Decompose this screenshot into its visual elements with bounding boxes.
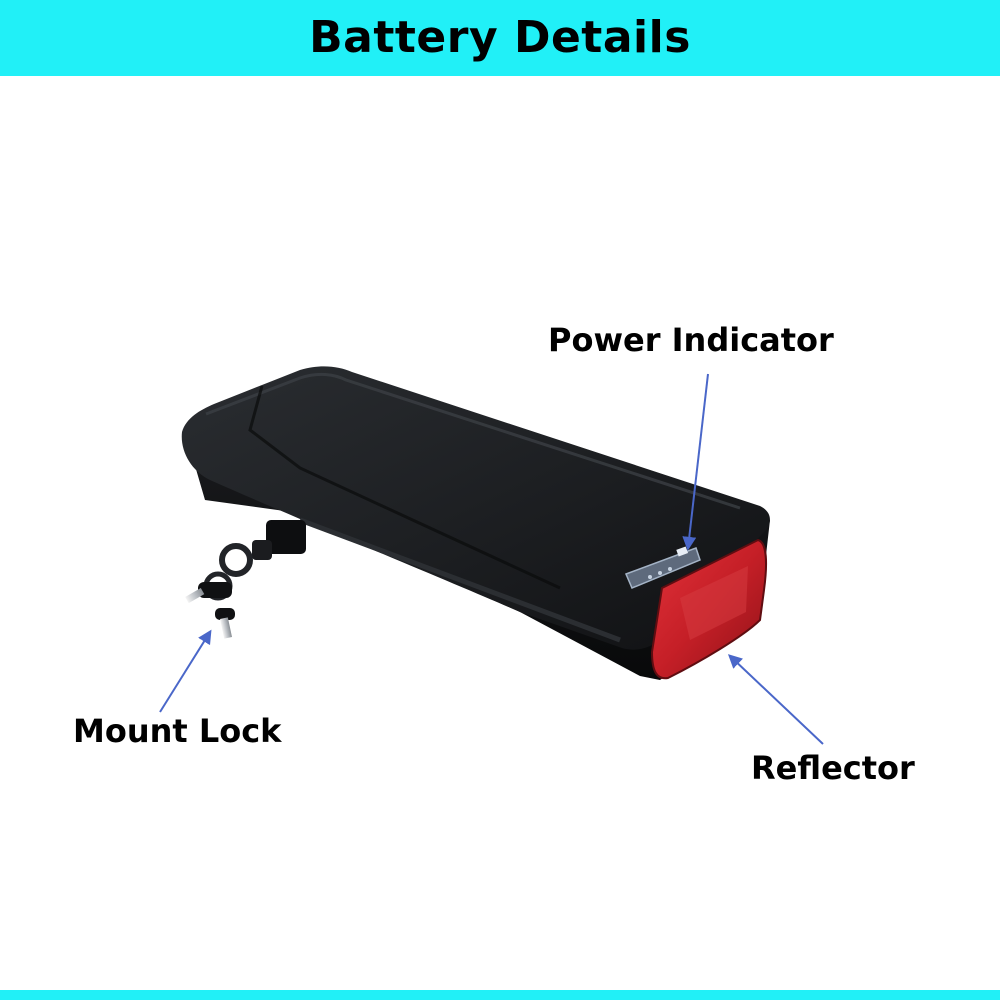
mount-lock-keys[interactable] bbox=[185, 520, 306, 639]
power-indicator-label: Power Indicator bbox=[548, 321, 834, 359]
header-bar: Battery Details bbox=[0, 0, 1000, 76]
page-title: Battery Details bbox=[309, 12, 691, 63]
reflector-label: Reflector bbox=[751, 749, 915, 787]
reflector-light[interactable] bbox=[650, 538, 767, 680]
callout-arrows bbox=[159, 373, 824, 745]
mount-lock-arrow bbox=[159, 629, 212, 713]
battery-body bbox=[181, 366, 770, 680]
footer-bar bbox=[0, 990, 1000, 1000]
mount-lock-label: Mount Lock bbox=[73, 712, 282, 750]
power-indicator-arrow bbox=[682, 373, 709, 551]
reflector-arrow bbox=[727, 654, 824, 745]
